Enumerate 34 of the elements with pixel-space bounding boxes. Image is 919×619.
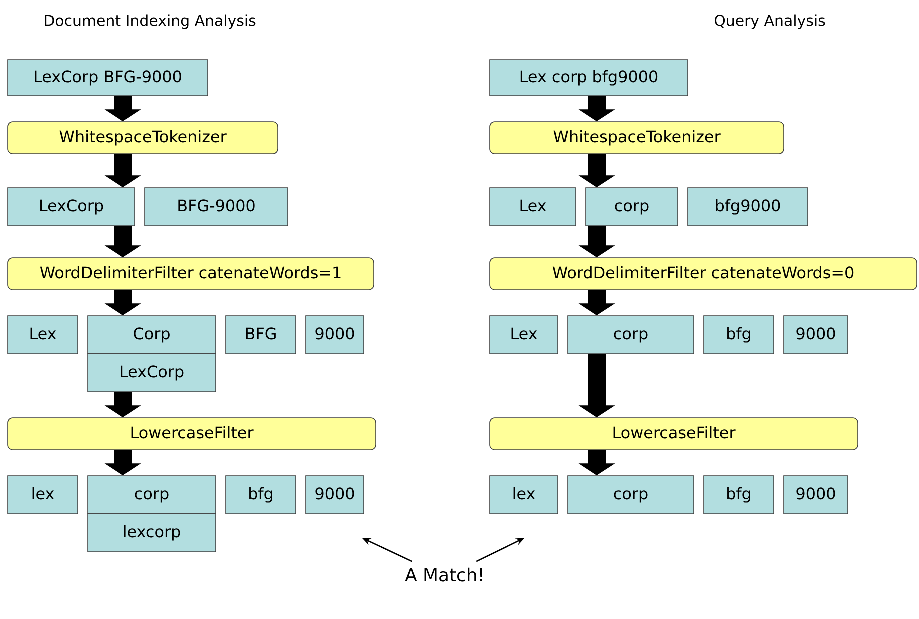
token-box: LexCorp <box>8 188 136 226</box>
filter-box: WhitespaceTokenizer <box>8 122 278 154</box>
token-box: bfg <box>704 316 774 354</box>
token-box: Corp <box>88 316 216 354</box>
token-box: lexcorp <box>88 514 216 552</box>
token-box: bfg <box>226 476 296 514</box>
token-box: LexCorp BFG-9000 <box>8 60 208 96</box>
token-box: Lex <box>490 188 576 226</box>
token-box: Lex <box>8 316 78 354</box>
filter-box: LowercaseFilter <box>490 418 858 450</box>
token-box: 9000 <box>784 316 848 354</box>
token-box: 9000 <box>306 476 364 514</box>
token-box: lex <box>490 476 558 514</box>
token-box: Lex corp bfg9000 <box>490 60 688 96</box>
token-box: 9000 <box>784 476 848 514</box>
filter-box: LowercaseFilter <box>8 418 376 450</box>
token-box: BFG <box>226 316 296 354</box>
token-box: Lex <box>490 316 558 354</box>
token-box: corp <box>88 476 216 514</box>
token-box: BFG-9000 <box>144 188 288 226</box>
heading: Query Analysis <box>714 14 826 30</box>
token-box: corp <box>568 316 694 354</box>
heading: Document Indexing Analysis <box>45 14 256 30</box>
filter-box: WhitespaceTokenizer <box>490 122 784 154</box>
token-box: bfg <box>704 476 774 514</box>
token-box: lex <box>8 476 78 514</box>
filter-box: WordDelimiterFilter catenateWords=1 <box>8 258 374 290</box>
callout-text: A Match! <box>405 568 482 582</box>
token-box: corp <box>568 476 694 514</box>
token-box: 9000 <box>306 316 364 354</box>
filter-box: WordDelimiterFilter catenateWords=0 <box>490 258 918 290</box>
token-box: bfg9000 <box>688 188 808 226</box>
token-box: LexCorp <box>88 354 216 392</box>
token-box: corp <box>586 188 678 226</box>
